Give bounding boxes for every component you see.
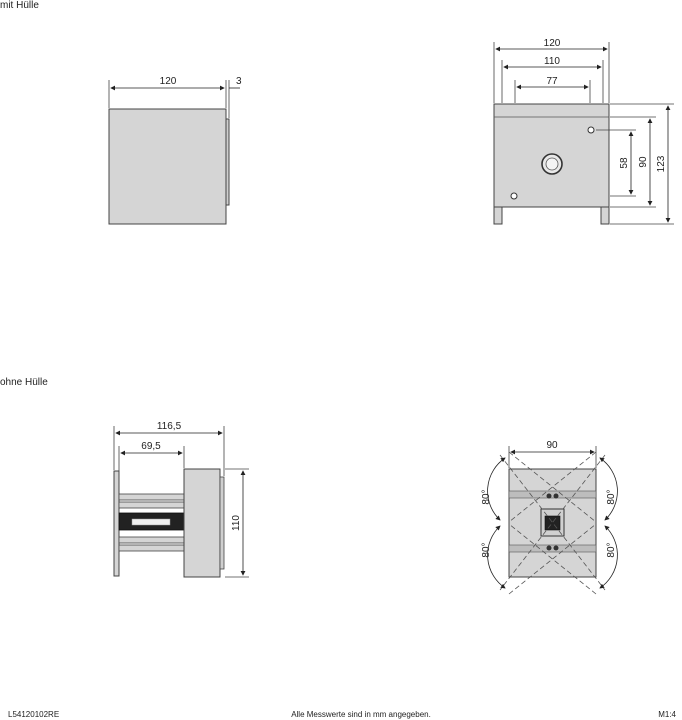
insert-rail-top: [508, 490, 597, 499]
rail-top-b: [118, 501, 185, 509]
dim-front-outer: 120: [544, 38, 561, 49]
angle-bottom-right: 80°: [606, 542, 617, 557]
side-view-without-housing: 116,5 69,5 110: [113, 421, 249, 578]
dim-insert-height: 110: [231, 515, 242, 531]
front-block: [183, 468, 221, 578]
beam-arc-top-right: [599, 457, 618, 521]
footer-scale: M1:4: [658, 710, 676, 719]
led-bottom-right: [553, 545, 559, 551]
angle-top-right: 80°: [606, 489, 617, 504]
screw-hole-top-right: [587, 126, 595, 134]
insert-rail-bottom: [508, 544, 597, 553]
rail-bottom-b: [118, 544, 185, 552]
dim-insert-depth: 116,5: [157, 421, 182, 432]
beam-arc-bottom-left: [487, 525, 506, 589]
dim-beam-width: 90: [546, 440, 558, 451]
led-strip: [131, 518, 171, 526]
dim-front-holes: 77: [546, 76, 558, 87]
housing-lip: [225, 118, 230, 206]
side-view-with-housing: 120 3: [108, 76, 242, 225]
back-plate: [113, 470, 120, 577]
beam-arc-bottom-right: [599, 525, 618, 589]
dim-side-depth: 3: [236, 76, 242, 87]
dim-front-inner: 110: [544, 56, 560, 67]
section-label-with-housing: mit Hülle: [0, 0, 39, 11]
footer: L54120102RE Alle Messwerte sind in mm an…: [8, 710, 677, 719]
beam-arc-top-left: [487, 457, 506, 521]
housing-body: [108, 108, 227, 225]
dim-front-58: 58: [619, 157, 630, 169]
insert-center-led: [544, 515, 561, 531]
front-leg-left: [493, 206, 503, 225]
footer-measurement-note: Alle Messwerte sind in mm angegeben.: [291, 710, 431, 719]
dim-front-123: 123: [656, 155, 667, 172]
led-top-right: [553, 493, 559, 499]
dim-front-90: 90: [638, 156, 649, 168]
front-view-with-housing: 120 110 77 58 90 123: [493, 38, 674, 225]
rail-top-a: [118, 493, 185, 501]
lens-inner: [545, 157, 559, 171]
angle-top-left: 80°: [481, 489, 492, 504]
dim-side-width: 120: [160, 76, 177, 87]
front-view-beam-angles: 90 80° 80° 80° 80°: [481, 440, 618, 595]
dim-insert-frame: 69,5: [141, 441, 161, 452]
rail-bottom-a: [118, 536, 185, 544]
led-bottom-left: [546, 545, 552, 551]
section-label-without-housing: ohne Hülle: [0, 377, 48, 388]
angle-bottom-left: 80°: [481, 542, 492, 557]
beam-lines: [499, 451, 606, 595]
screw-hole-bottom-left: [510, 192, 518, 200]
footer-article-number: L54120102RE: [8, 710, 59, 719]
led-top-left: [546, 493, 552, 499]
front-leg-right: [600, 206, 610, 225]
front-block-lip: [219, 476, 225, 570]
